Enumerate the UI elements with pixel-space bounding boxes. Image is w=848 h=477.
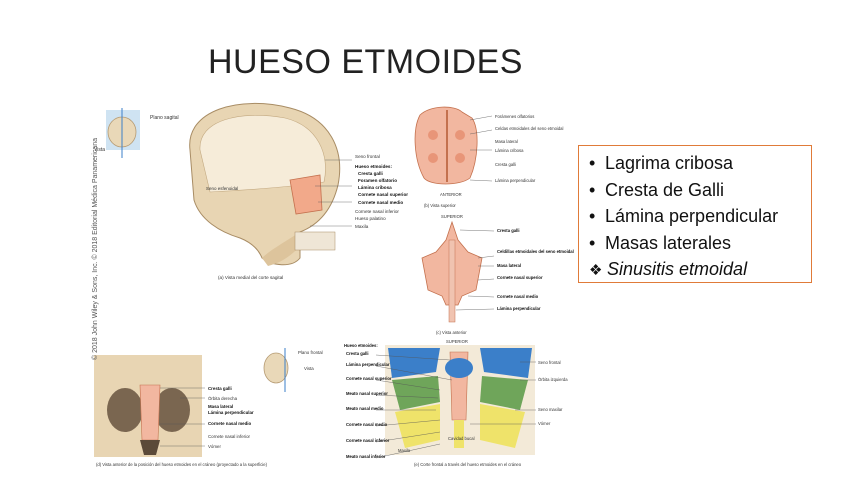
label-d-2: Masa lateral xyxy=(208,404,233,409)
bullet-item: • Lámina perpendicular xyxy=(589,203,803,230)
label-e-right-2: Seno maxilar xyxy=(538,407,563,412)
label-c-1: Celdillas etmoidales del seno etmoidal xyxy=(497,249,574,254)
bullet-text: Lagrima cribosa xyxy=(605,153,734,173)
label-e-left-8: Meato nasal inferior xyxy=(346,454,386,459)
bullet-marker: • xyxy=(589,153,596,173)
ethmoid-superior-view: ANTERIOR (b) Vista superior xyxy=(414,106,478,208)
plane-frontal-label: Plano frontal xyxy=(298,350,323,355)
ethmoid-anterior-view: SUPERIOR (c) Vista anterior xyxy=(421,214,483,335)
bullet-marker: • xyxy=(589,179,596,200)
bullet-item: • Masas laterales xyxy=(589,230,803,257)
label-c-5: Lámina perpendicular xyxy=(497,306,541,311)
label-b-4: Cresta galli xyxy=(495,162,516,167)
bullet-text: Lámina perpendicular xyxy=(605,206,779,226)
caption-e: (e) Corte frontal a través del hueso etm… xyxy=(414,462,522,467)
bullet-text: Cresta de Galli xyxy=(605,179,725,200)
bottom-label-e-1: Maxila xyxy=(398,448,411,453)
orientation-e: SUPERIOR xyxy=(446,339,468,344)
copyright-credit: © 2018 John Wiley & Sons, Inc. © 2018 Ed… xyxy=(92,138,99,360)
label-d-1: Órbita derecha xyxy=(208,396,238,401)
label-a-1: Hueso etmoides: xyxy=(355,164,392,169)
label-a-6: Cornete nasal medio xyxy=(358,200,403,205)
label-b-0: Forámenes olfatorios xyxy=(495,114,534,119)
label-d-4: Cornete nasal medio xyxy=(208,421,252,426)
panel-b-labels: Forámenes olfatorios Celdas etmoidales d… xyxy=(469,114,564,183)
label-e-left-0: Hueso etmoides: xyxy=(344,343,378,348)
bullet-item: • Cresta de Galli xyxy=(589,177,803,204)
orientation-b: ANTERIOR xyxy=(440,192,462,197)
caption-b: (b) Vista superior xyxy=(424,203,456,208)
caption-c: (c) Vista anterior xyxy=(436,330,467,335)
label-e-left-4: Meato nasal superior xyxy=(346,391,388,396)
label-e-right-3: Vómer xyxy=(538,421,551,426)
label-d-3: Lámina perpendicular xyxy=(208,410,254,415)
label-e-left-7: Cornete nasal inferior xyxy=(346,438,390,443)
panel-a-labels: Seno frontal Hueso etmoides: Cresta gall… xyxy=(218,154,408,280)
label-e-left-2: Lámina perpendicular xyxy=(346,362,390,367)
label-b-2: Masa lateral xyxy=(495,139,518,144)
label-d-6: Vómer xyxy=(208,444,221,449)
label-d-0: Cresta galli xyxy=(208,386,232,391)
label-e-left-6: Cornete nasal medio xyxy=(346,422,388,427)
bullet-item: • Lagrima cribosa xyxy=(589,150,803,177)
label-d-5: Cornete nasal inferior xyxy=(208,434,251,439)
label-a-8: Hueso palatino xyxy=(355,216,386,221)
frontal-plane-thumbnail: Plano frontal Vista xyxy=(263,348,323,392)
label-e-left-3: Cornete nasal superior xyxy=(346,376,392,381)
label-a-9: Maxila xyxy=(355,224,369,229)
sinus-label-a: Seno esfenoidal xyxy=(206,186,238,191)
label-c-0: Cresta galli xyxy=(497,228,520,233)
label-c-3: Cornete nasal superior xyxy=(497,275,543,280)
key-points-box: • Lagrima cribosa • Cresta de Galli • Lámin… xyxy=(578,145,812,283)
caption-a: (a) Vista medial del corte sagital xyxy=(218,275,283,280)
bottom-label-e-0: Cavidad bucal xyxy=(448,436,475,441)
panel-e-left-labels: Hueso etmoides: Cresta galli Lámina perp… xyxy=(344,343,453,459)
label-b-5: Lámina perpendicular xyxy=(495,178,536,183)
label-c-2: Masa lateral xyxy=(497,263,521,268)
anterior-skull-illustration: (d) Vista anterior de la posición del hu… xyxy=(94,355,268,467)
bullet-text: Masas laterales xyxy=(605,232,732,253)
sagittal-skull-illustration: Seno esfenoidal xyxy=(189,102,341,266)
label-a-2: Cresta galli xyxy=(358,171,383,176)
label-a-3: Foramen olfatorio xyxy=(358,178,397,183)
bullet-marker: • xyxy=(589,232,596,253)
plane-sagittal-label: Plano sagital xyxy=(150,115,179,121)
label-e-left-5: Meato nasal medio xyxy=(346,406,384,411)
panel-d-labels: Cresta galli Órbita derecha Masa lateral… xyxy=(160,386,254,449)
label-a-5: Cornete nasal superior xyxy=(358,192,408,197)
label-e-right-1: Órbita izquierda xyxy=(538,377,568,382)
bullet-item-sinusitis: ❖Sinusitis etmoidal xyxy=(589,256,803,285)
label-b-3: Lámina cribosa xyxy=(495,148,524,153)
label-c-4: Cornete nasal medio xyxy=(497,294,539,299)
label-b-1: Celdas etmoidales del seno etmoidal xyxy=(495,126,564,131)
key-points-list: • Lagrima cribosa • Cresta de Galli • Lámin… xyxy=(589,150,803,285)
diamond-bullet-icon: ❖ xyxy=(589,262,603,279)
panel-e-right-labels: Seno frontal Órbita izquierda Seno maxil… xyxy=(470,360,568,426)
label-a-4: Lámina cribosa xyxy=(358,185,392,190)
view-label-e: Vista xyxy=(304,366,314,371)
slide-title: HUESO ETMOIDES xyxy=(208,43,523,81)
sagittal-plane-thumbnail: Plano sagital Vista xyxy=(94,108,179,158)
panel-c-labels: Cresta galli Celdillas etmoidales del se… xyxy=(455,228,574,311)
view-label-a: Vista xyxy=(94,147,105,153)
label-e-right-0: Seno frontal xyxy=(538,360,561,365)
orientation-c: SUPERIOR xyxy=(441,214,463,219)
frontal-section-illustration: SUPERIOR Cavidad bucal Maxila (e) Corte … xyxy=(385,339,535,467)
bullet-marker: • xyxy=(589,206,596,226)
label-e-left-1: Cresta galli xyxy=(346,351,369,356)
label-a-0: Seno frontal xyxy=(355,154,380,159)
caption-d: (d) Vista anterior de la posición del hu… xyxy=(96,462,268,467)
label-a-7: Cornete nasal inferior xyxy=(355,209,399,214)
bullet-text: Sinusitis etmoidal xyxy=(607,259,748,279)
